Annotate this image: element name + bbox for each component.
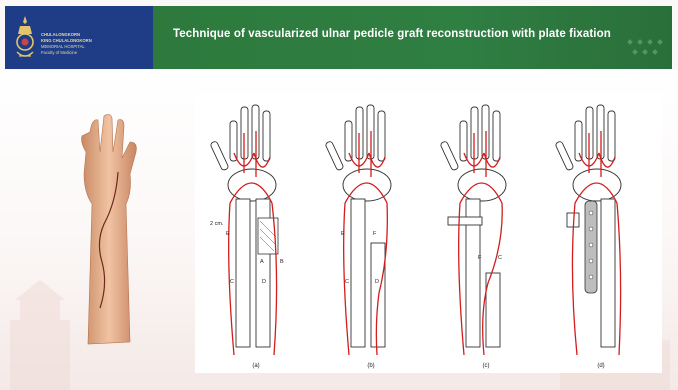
- annotation-b: B: [280, 259, 284, 265]
- figure-panel-a: 2 cm. E A B C D (a): [200, 93, 312, 373]
- annotation-a: A: [260, 259, 264, 265]
- logo-line-4: Faculty of Medicine: [41, 50, 77, 55]
- figure-panel-c: F C (c): [430, 93, 542, 373]
- annotation-f: F: [478, 255, 481, 261]
- logo-line-3: MEMORIAL HOSPITAL: [41, 44, 85, 49]
- decorative-pattern-icon: [626, 38, 666, 62]
- logo-line-2: KING CHULALONGKORN: [41, 38, 92, 43]
- title-panel: Technique of vascularized ulnar pedicle …: [153, 6, 672, 69]
- annotation-c: C: [345, 279, 349, 285]
- slide-header: CHULALONGKORN KING CHULALONGKORN MEMORIA…: [5, 6, 672, 69]
- panel-label-d: (d): [545, 363, 657, 369]
- slide-title: Technique of vascularized ulnar pedicle …: [173, 28, 611, 40]
- panel-c-drawing: [430, 93, 542, 363]
- annotation-d: D: [262, 279, 266, 285]
- panel-d-drawing: [545, 93, 657, 363]
- panel-label-b: (b): [315, 363, 427, 369]
- annotation-e: E: [226, 231, 230, 237]
- forearm-illustration: [60, 112, 160, 352]
- annotation-f: F: [373, 231, 376, 237]
- annotation-e: E: [341, 231, 345, 237]
- annotation-c: C: [230, 279, 234, 285]
- logo-panel: CHULALONGKORN KING CHULALONGKORN MEMORIA…: [5, 6, 153, 69]
- surgical-technique-figure: 2 cm. E A B C D (a): [195, 93, 662, 373]
- panel-label-a: (a): [200, 363, 312, 369]
- panel-label-c: (c): [430, 363, 542, 369]
- annotation-2cm: 2 cm.: [210, 221, 223, 227]
- panel-a-drawing: [200, 93, 312, 363]
- hospital-crest-icon: [10, 14, 40, 64]
- annotation-c: C: [498, 255, 502, 261]
- panel-b-drawing: [315, 93, 427, 363]
- figure-panel-d: (d): [545, 93, 657, 373]
- logo-line-1: CHULALONGKORN: [41, 32, 80, 37]
- figure-panel-b: E F C D (b): [315, 93, 427, 373]
- annotation-d: D: [375, 279, 379, 285]
